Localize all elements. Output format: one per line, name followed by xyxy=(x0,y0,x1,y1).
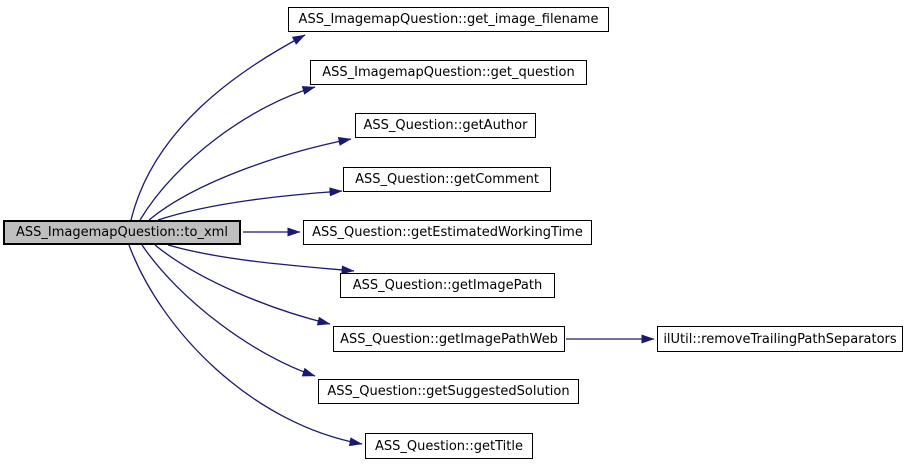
node-get-author[interactable]: ASS_Question::getAuthor xyxy=(355,113,536,138)
edge-to-xml-to-get-suggested-solution xyxy=(141,244,316,377)
edge-to-xml-to-get-title xyxy=(128,244,363,447)
node-get-image-path-web[interactable]: ASS_Question::getImagePathWeb xyxy=(333,326,565,352)
node-get-suggested-solution[interactable]: ASS_Question::getSuggestedSolution xyxy=(318,379,579,404)
node-remove-trailing-path-separators[interactable]: ilUtil::removeTrailingPathSeparators xyxy=(657,326,903,352)
edge-to-xml-to-get-question xyxy=(139,86,316,221)
node-get-title[interactable]: ASS_Question::getTitle xyxy=(365,433,533,459)
node-get-image-filename[interactable]: ASS_ImagemapQuestion::get_image_filename xyxy=(288,7,609,32)
edge-to-xml-to-get-image-path xyxy=(167,244,355,275)
node-get-question[interactable]: ASS_ImagemapQuestion::get_question xyxy=(310,60,587,85)
node-get-image-path[interactable]: ASS_Question::getImagePath xyxy=(340,273,555,298)
edge-to-xml-to-get-image-path-web xyxy=(154,244,331,326)
node-to-xml: ASS_ImagemapQuestion::to_xml xyxy=(3,220,241,245)
node-get-estimated-working-time[interactable]: ASS_Question::getEstimatedWorkingTime xyxy=(303,220,592,245)
edge-to-xml-to-get-author xyxy=(148,137,352,221)
node-get-comment[interactable]: ASS_Question::getComment xyxy=(343,167,551,192)
edge-to-xml-to-get-comment xyxy=(157,187,343,221)
edge-to-xml-to-get-image-filename xyxy=(130,34,306,221)
edge-group xyxy=(128,34,655,447)
